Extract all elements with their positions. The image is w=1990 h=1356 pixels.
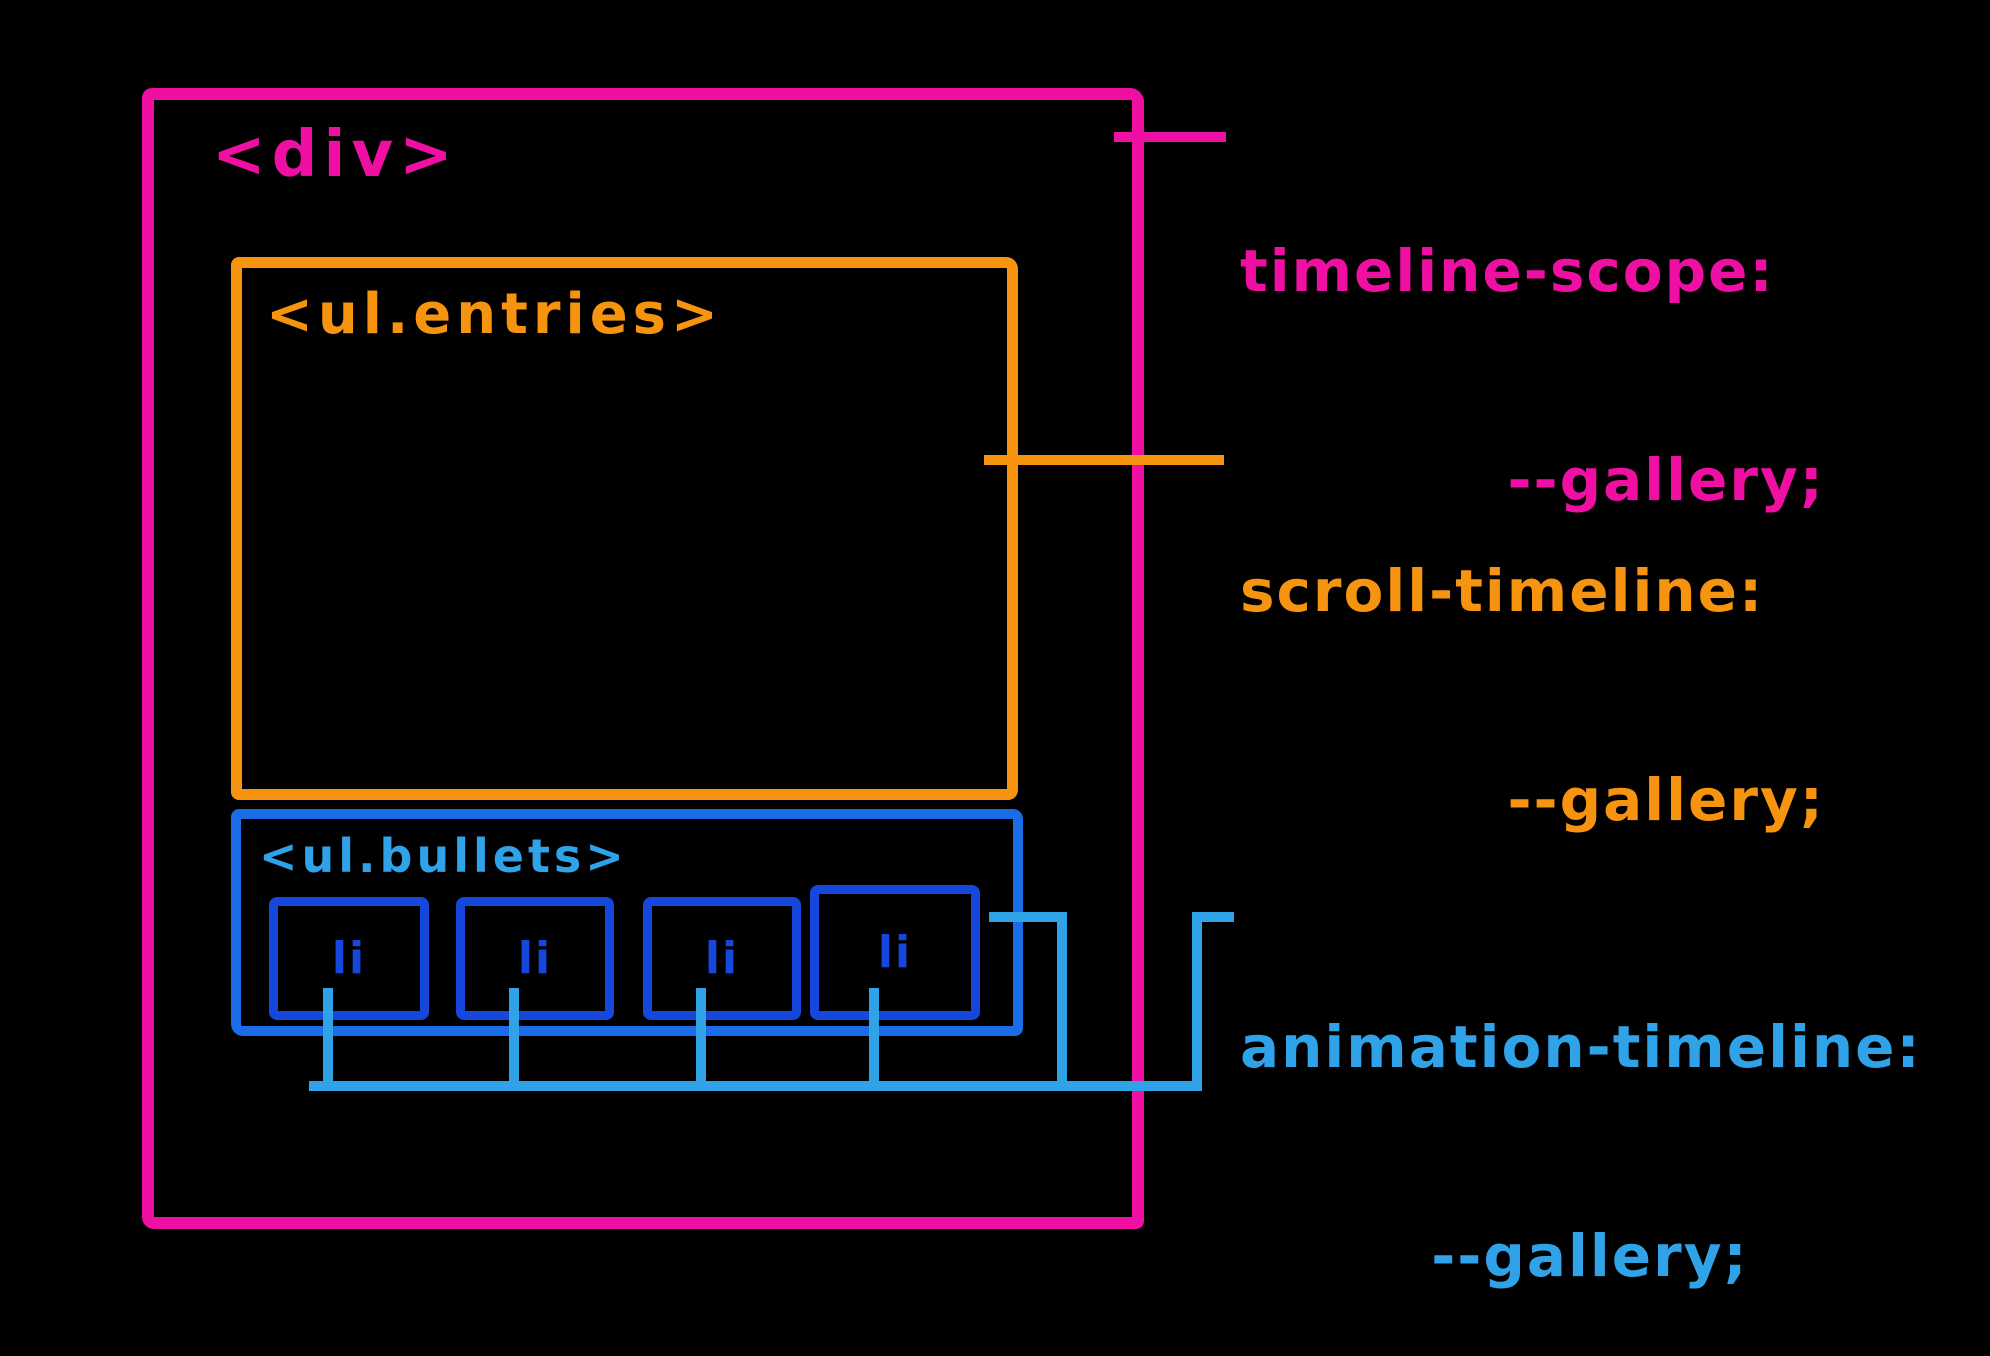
div-box: <div> <ul.entries> <ul.bullets> li li li… bbox=[142, 88, 1144, 1229]
timeline-scope-value: --gallery; bbox=[1507, 445, 1825, 514]
li-label: li bbox=[517, 933, 553, 984]
scroll-timeline-value: --gallery; bbox=[1507, 765, 1825, 834]
bullets-label: <ul.bullets> bbox=[259, 829, 628, 883]
bullets-box-stub-drop-connector bbox=[1057, 912, 1067, 1091]
li-box: li bbox=[643, 897, 801, 1020]
timeline-scope-annotation: timeline-scope: --gallery; bbox=[1240, 98, 1825, 655]
animation-riser-connector bbox=[1192, 912, 1202, 1091]
bullets-box-stub-connector bbox=[989, 912, 1064, 922]
li-riser-connector bbox=[869, 988, 879, 1089]
animation-timeline-value: --gallery; bbox=[1431, 1221, 1749, 1290]
animation-to-text-connector bbox=[1192, 912, 1234, 922]
timeline-scope-connector bbox=[1114, 132, 1226, 142]
li-riser-connector bbox=[696, 988, 706, 1089]
bullets-box: <ul.bullets> li li li li bbox=[231, 809, 1023, 1036]
scroll-timeline-annotation: scroll-timeline: --gallery; bbox=[1240, 418, 1825, 975]
li-label: li bbox=[331, 933, 367, 984]
div-label: <div> bbox=[212, 118, 459, 192]
li-box: li bbox=[456, 897, 614, 1020]
li-riser-connector bbox=[323, 988, 333, 1089]
entries-box: <ul.entries> bbox=[231, 257, 1018, 800]
timeline-scope-property: timeline-scope: bbox=[1240, 237, 1775, 306]
li-label: li bbox=[704, 933, 740, 984]
entries-label: <ul.entries> bbox=[266, 282, 723, 347]
li-label: li bbox=[877, 927, 913, 978]
li-riser-connector bbox=[509, 988, 519, 1089]
animation-timeline-property: animation-timeline: bbox=[1240, 1013, 1922, 1082]
scroll-timeline-connector bbox=[984, 455, 1224, 465]
li-box: li bbox=[810, 885, 980, 1020]
li-box: li bbox=[269, 897, 429, 1020]
animation-bus-connector bbox=[309, 1081, 1202, 1091]
animation-timeline-annotation: animation-timeline: --gallery; bbox=[1240, 874, 1940, 1356]
scroll-timeline-property: scroll-timeline: bbox=[1240, 557, 1765, 626]
